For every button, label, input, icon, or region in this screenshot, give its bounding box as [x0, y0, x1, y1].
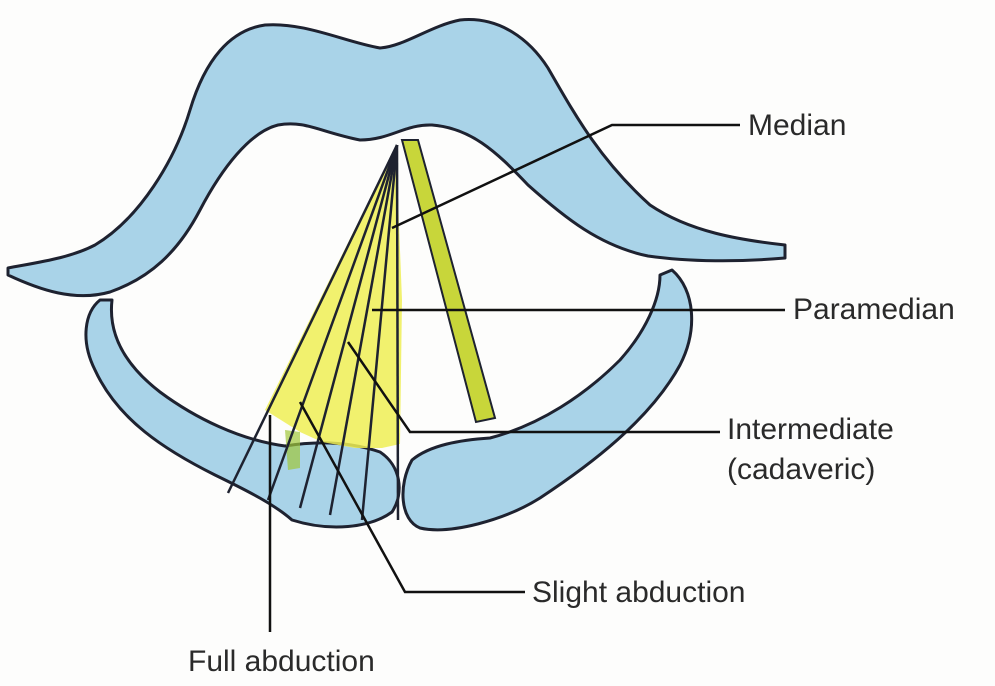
leader-lines — [268, 123, 785, 632]
paramedian-cord-line — [360, 144, 399, 521]
slight-abduction-cord-line-a — [266, 144, 399, 501]
right-lower-cartilage — [401, 268, 694, 532]
leader-slight-abduction — [298, 401, 525, 594]
left-cord-shading — [265, 148, 402, 448]
intermediate-cord-line — [328, 144, 399, 516]
median-cord-line — [395, 144, 400, 521]
leader-intermediate — [346, 341, 720, 434]
left-lower-cartilage — [84, 298, 401, 529]
label-paramedian: Paramedian — [793, 293, 955, 326]
leader-median — [391, 123, 740, 230]
label-median: Median — [748, 109, 847, 142]
upper-cartilage — [6, 18, 787, 298]
label-intermediate: Intermediate — [727, 413, 894, 446]
vocal-cord-fan — [226, 139, 497, 521]
right-vocal-cord — [400, 139, 497, 424]
label-full-abduction: Full abduction — [188, 645, 375, 678]
full-abduction-cord-line — [226, 144, 399, 494]
slight-abduction-cord-line-b — [298, 144, 399, 509]
label-slight-abduction: Slight abduction — [532, 576, 746, 609]
label-cadaveric: (cadaveric) — [727, 453, 876, 486]
